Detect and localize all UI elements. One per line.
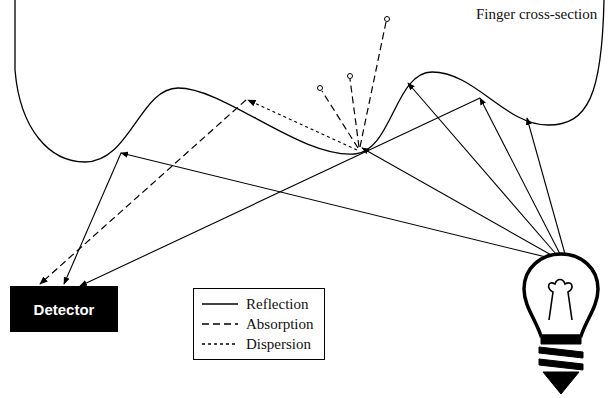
legend-box: ReflectionAbsorptionDispersion	[193, 288, 325, 360]
finger-outline	[15, 0, 604, 162]
legend-row: Reflection	[202, 294, 314, 314]
ray	[527, 118, 565, 254]
ray	[480, 98, 560, 254]
detector-box: Detector	[10, 286, 118, 332]
ray	[80, 98, 480, 286]
legend-label: Reflection	[246, 296, 308, 313]
legend-sample	[202, 319, 238, 329]
light-bulb	[524, 254, 598, 394]
absorb-dot	[318, 86, 323, 91]
dispersion-ray	[248, 100, 357, 150]
legend-row: Absorption	[202, 314, 314, 334]
absorption-ray	[360, 22, 386, 147]
absorb-dot	[348, 74, 353, 79]
ray	[362, 148, 553, 256]
legend-label: Dispersion	[246, 336, 311, 353]
ray	[408, 83, 556, 254]
legend-row: Dispersion	[202, 334, 314, 354]
absorption-ray	[350, 79, 359, 147]
box-label: Detector	[34, 301, 95, 318]
legend-sample	[202, 299, 238, 309]
ray	[121, 153, 550, 258]
finger-label: Finger cross-section	[476, 6, 597, 23]
legend-label: Absorption	[246, 316, 314, 333]
legend-sample	[202, 339, 238, 349]
absorb-dot	[385, 17, 390, 22]
absorption-ray	[40, 100, 246, 284]
